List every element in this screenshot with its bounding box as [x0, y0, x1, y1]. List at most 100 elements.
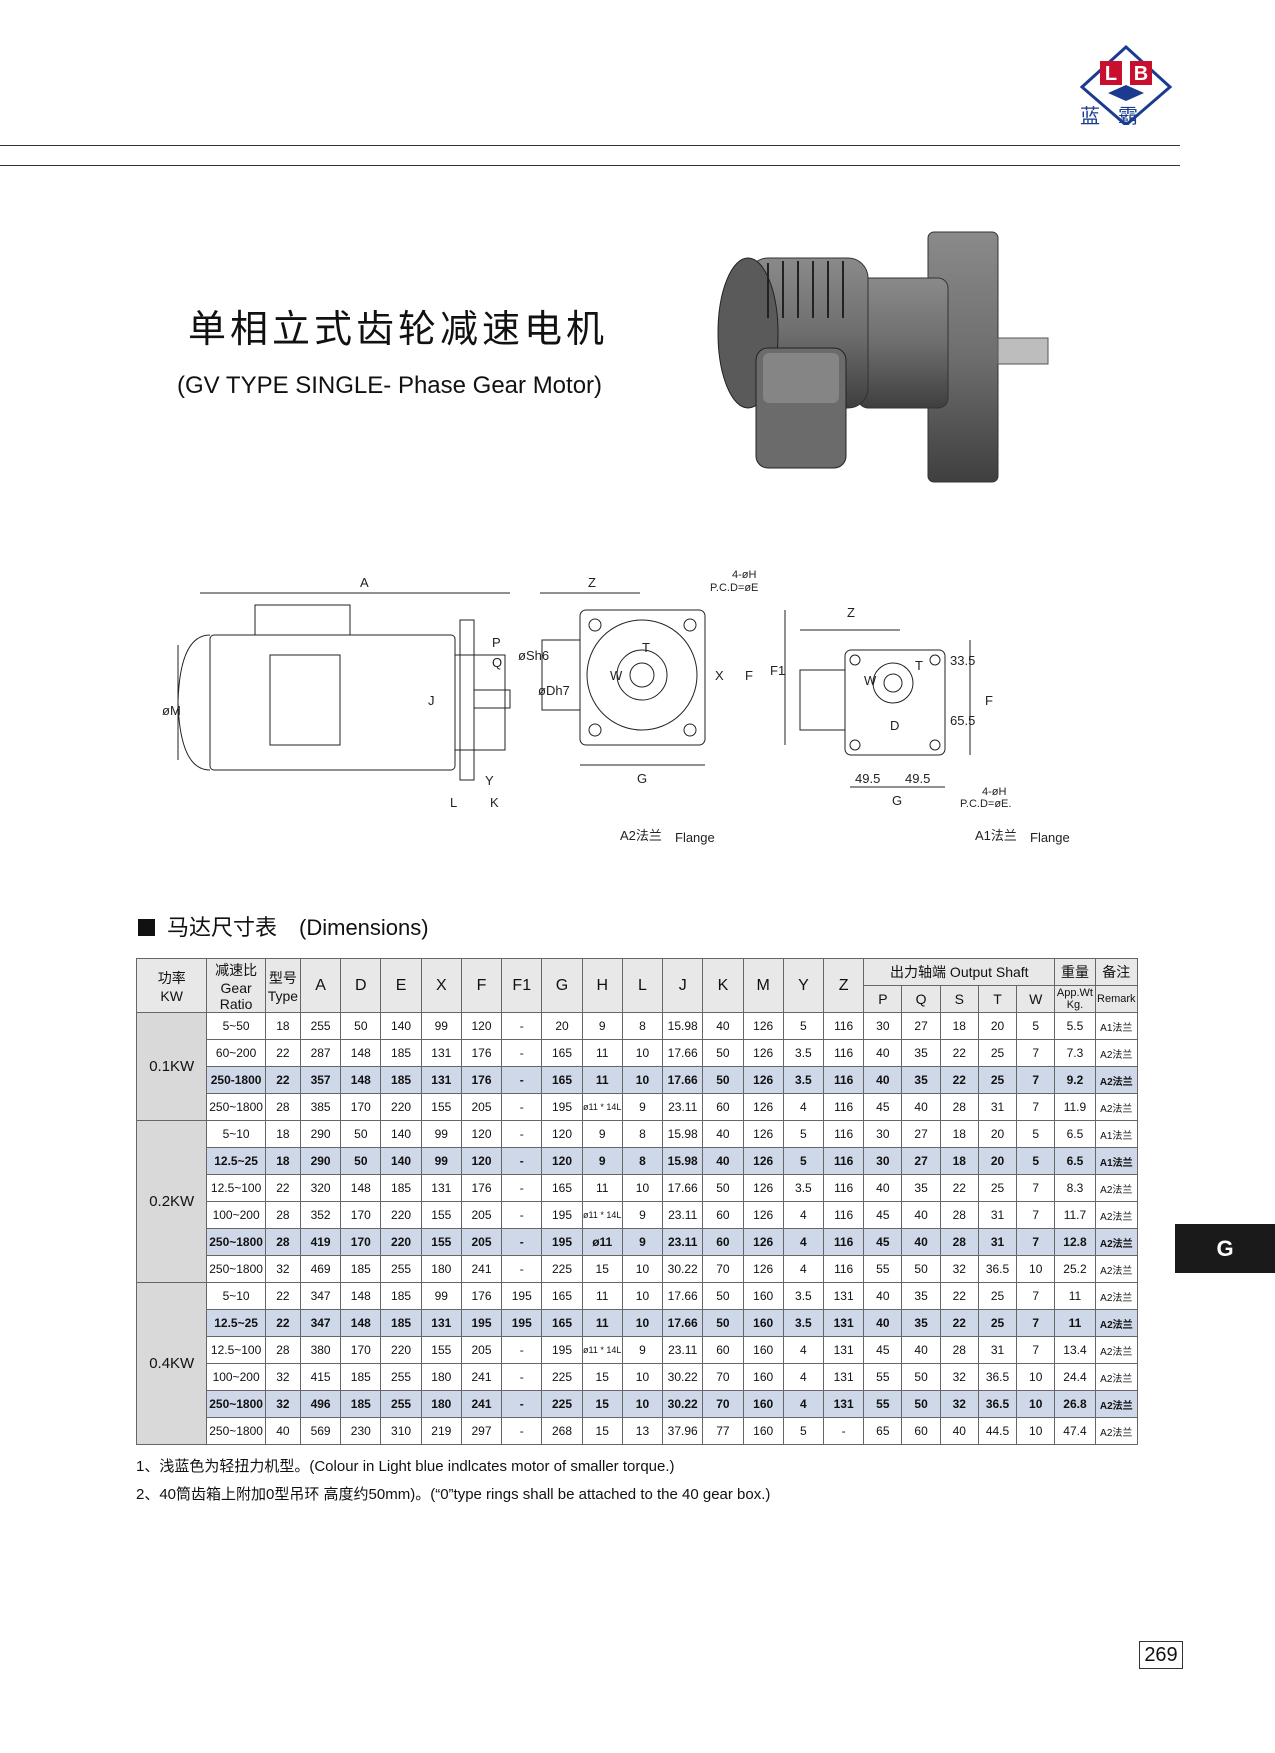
- table-cell: 5: [1016, 1120, 1056, 1148]
- table-cell: 28: [264, 1201, 301, 1229]
- table-cell: 140: [380, 1120, 422, 1148]
- table-cell: 30: [863, 1120, 903, 1148]
- table-cell: A1法兰: [1094, 1120, 1139, 1148]
- note-2: 2、40筒齿箱上附加0型吊环 高度约50mm)。(“0”type rings s…: [136, 1486, 771, 1503]
- a1-label-495a: 49.5: [855, 771, 880, 786]
- header-type-en: Type: [267, 987, 299, 1004]
- table-cell: 37.96: [662, 1417, 704, 1445]
- a2-caption-cn: A2法兰: [620, 828, 662, 843]
- header-dim-l: L: [621, 958, 664, 1013]
- table-cell: 8: [621, 1147, 664, 1175]
- table-cell: 40: [863, 1066, 903, 1094]
- table-cell: 100~200: [206, 1363, 266, 1391]
- table-cell: 36.5: [977, 1390, 1018, 1418]
- label-p: P: [492, 635, 501, 650]
- page-title-cn: 单相立式齿轮减速电机: [188, 307, 609, 351]
- table-cell: 12.5~100: [206, 1336, 266, 1364]
- header-ratio-en: Gear Ratio: [219, 979, 253, 1012]
- table-cell: 250-1800: [206, 1066, 266, 1094]
- table-cell: 22: [939, 1039, 979, 1067]
- header-rule-top: [0, 145, 1180, 146]
- header-remark: 备注: [1094, 958, 1139, 986]
- table-cell: 50: [702, 1174, 744, 1202]
- table-cell: 496: [299, 1390, 342, 1418]
- table-cell: 160: [742, 1309, 784, 1337]
- table-cell: 180: [420, 1255, 462, 1283]
- table-cell: 25.2: [1054, 1255, 1096, 1283]
- table-cell: 28: [264, 1336, 301, 1364]
- label-m: øM: [162, 703, 181, 718]
- table-cell: 116: [823, 1012, 865, 1040]
- table-cell: 11: [1054, 1282, 1096, 1310]
- table-cell: A2法兰: [1094, 1417, 1139, 1445]
- table-cell: 8.3: [1054, 1174, 1096, 1202]
- a2-label-f: F: [745, 668, 753, 683]
- table-cell: 22: [939, 1174, 979, 1202]
- table-cell: 22: [939, 1309, 979, 1337]
- table-cell: 255: [380, 1255, 422, 1283]
- table-cell: -: [501, 1012, 543, 1040]
- table-cell: 347: [299, 1282, 342, 1310]
- table-cell: 385: [299, 1093, 342, 1121]
- table-cell: 31: [977, 1201, 1018, 1229]
- table-cell: 40: [264, 1417, 301, 1445]
- table-cell: 4: [782, 1093, 825, 1121]
- a2-label-t: T: [642, 640, 650, 655]
- table-cell: 28: [939, 1093, 979, 1121]
- table-cell: 40: [702, 1120, 744, 1148]
- table-cell: 45: [863, 1201, 903, 1229]
- table-cell: 7.3: [1054, 1039, 1096, 1067]
- table-cell: 185: [340, 1255, 382, 1283]
- header-dim-y: Y: [782, 958, 825, 1013]
- table-cell: 220: [380, 1228, 422, 1256]
- table-cell: 30: [863, 1147, 903, 1175]
- table-cell: 9: [621, 1228, 664, 1256]
- table-cell: 148: [340, 1066, 382, 1094]
- table-cell: 28: [939, 1336, 979, 1364]
- table-cell: 35: [901, 1174, 941, 1202]
- table-cell: 347: [299, 1309, 342, 1337]
- table-cell: 3.5: [782, 1282, 825, 1310]
- table-cell: 50: [901, 1363, 941, 1391]
- table-cell: 195: [501, 1309, 543, 1337]
- table-cell: 10: [1016, 1390, 1056, 1418]
- table-cell: 40: [863, 1174, 903, 1202]
- power-cell: 0.4KW: [135, 1282, 208, 1445]
- table-cell: 60: [702, 1336, 744, 1364]
- table-cell: 32: [939, 1363, 979, 1391]
- table-cell: 165: [541, 1309, 583, 1337]
- a1-label-t: T: [915, 658, 923, 673]
- a2-caption-en: Flange: [675, 830, 715, 845]
- table-cell: ø11 * 14L: [581, 1336, 623, 1364]
- table-cell: 20: [977, 1120, 1018, 1148]
- table-cell: 40: [702, 1012, 744, 1040]
- table-cell: 25: [977, 1066, 1018, 1094]
- section-heading: 马达尺寸表(Dimensions): [138, 910, 429, 942]
- table-cell: 419: [299, 1228, 342, 1256]
- table-cell: A1法兰: [1094, 1012, 1139, 1040]
- table-cell: 5.5: [1054, 1012, 1096, 1040]
- table-cell: 185: [380, 1039, 422, 1067]
- table-cell: A2法兰: [1094, 1066, 1139, 1094]
- a1-label-d: D: [890, 718, 899, 733]
- table-cell: ø11 * 14L: [581, 1093, 623, 1121]
- table-cell: 10: [621, 1363, 664, 1391]
- a1-label-z: Z: [847, 605, 855, 620]
- table-cell: 60: [901, 1417, 941, 1445]
- table-cell: 7: [1016, 1174, 1056, 1202]
- table-cell: 30.22: [662, 1255, 704, 1283]
- header-type-cn: 型号: [268, 969, 297, 986]
- table-cell: 230: [340, 1417, 382, 1445]
- table-cell: 131: [823, 1309, 865, 1337]
- section-heading-cn: 马达尺寸表: [167, 915, 278, 940]
- table-cell: 40: [901, 1093, 941, 1121]
- table-cell: 31: [977, 1093, 1018, 1121]
- header-power-en: KW: [160, 987, 183, 1004]
- table-cell: 13.4: [1054, 1336, 1096, 1364]
- table-cell: 25: [977, 1174, 1018, 1202]
